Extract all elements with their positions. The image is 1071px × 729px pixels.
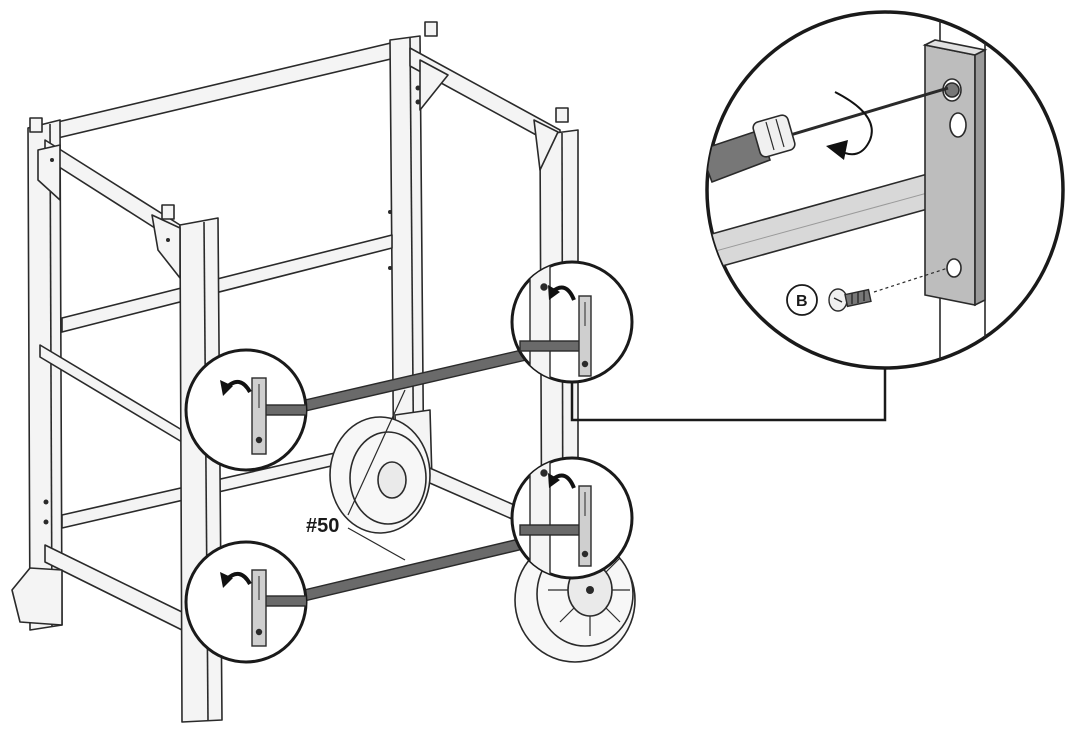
callout-top-left	[184, 348, 308, 472]
rear-wheel	[329, 416, 431, 534]
hardware-letter: B	[796, 293, 808, 310]
gusset-rear-right	[419, 59, 449, 111]
screw-path-dashed	[873, 267, 949, 293]
detail-callout: B	[705, 10, 1065, 370]
part-number-label: #50	[306, 515, 339, 537]
bracket-plate	[578, 295, 592, 377]
callout-bottom-right	[510, 456, 634, 580]
rear-mid-rail	[61, 234, 393, 333]
curved-arrow-icon	[834, 91, 873, 156]
gusset-front-right	[533, 119, 559, 171]
callout-top-right	[510, 260, 634, 384]
bracket-plate	[251, 377, 267, 455]
gusset-front-left	[151, 214, 181, 279]
rear-top-rail	[44, 41, 396, 142]
callout-bottom-left	[184, 540, 308, 664]
hardware-letter-badge	[786, 284, 818, 316]
part-label-leaders	[347, 389, 406, 561]
screwdriver-icon	[707, 86, 949, 184]
bracket-plate	[251, 569, 267, 647]
screw-icon	[828, 288, 872, 312]
gusset-rear-left	[37, 144, 61, 201]
bracket-plate	[578, 485, 592, 567]
left-foot	[11, 567, 63, 626]
left-low-rail	[44, 544, 183, 631]
detail-leader-line	[570, 368, 887, 422]
